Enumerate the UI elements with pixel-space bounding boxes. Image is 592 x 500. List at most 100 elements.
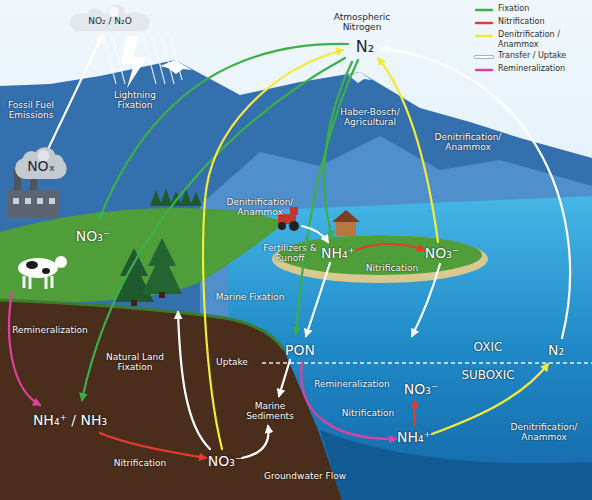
emission-connector: [49, 33, 103, 147]
cycle-arrows: [100, 433, 206, 458]
process-label: Remineralization: [314, 379, 390, 389]
connector-arrowhead: [95, 33, 103, 43]
cycle-arrows: [302, 226, 328, 242]
cycle-arrows: [82, 58, 345, 400]
cycle-arrows: [9, 44, 570, 458]
oxic-boundary: [262, 362, 592, 364]
legend-line: [476, 22, 492, 24]
farm: [290, 207, 298, 215]
island: [278, 235, 482, 275]
process-label: Marine Fixation: [216, 292, 285, 302]
cycle-arrows: [378, 58, 438, 242]
cloud-body: [15, 158, 67, 179]
factory: [8, 190, 60, 218]
cow: [26, 261, 38, 269]
land: [0, 208, 342, 500]
legend-line: [476, 56, 492, 58]
connector-line: [49, 41, 100, 147]
species-label: NO₃⁻: [208, 453, 243, 469]
land: [0, 300, 342, 500]
process-label: Fertilizers & Runoff: [262, 243, 318, 264]
legend-row: Remineralization: [474, 64, 588, 75]
cycle-arrows: [324, 62, 352, 238]
legend-line-sample: [474, 65, 494, 75]
process-label: Natural Land Fixation: [103, 352, 167, 373]
trees: [142, 238, 182, 294]
legend-row: Transfer / Uptake: [474, 51, 588, 62]
factory: [13, 198, 19, 204]
cycle-arrows: [279, 360, 290, 396]
node-text: NOₓ: [27, 158, 55, 174]
process-label: Haber-Bosch/ Agricultural: [338, 107, 402, 128]
cow: [18, 258, 58, 278]
farm: [336, 221, 356, 236]
species-label: N₂: [548, 342, 564, 358]
process-label: Lightning Fixation: [107, 90, 163, 111]
species-label: NO₃⁻: [76, 228, 111, 244]
land: [0, 208, 286, 303]
region-label: Marine Sediments: [242, 401, 298, 422]
factory: [37, 198, 43, 204]
cycle-arrows: [99, 44, 348, 220]
zone-label: SUBOXIC: [461, 369, 514, 383]
legend-text: Transfer / Uptake: [498, 51, 586, 61]
process-label: Denitrification/ Anammox: [504, 422, 584, 443]
node-text: NO₂ / N₂O: [88, 16, 132, 26]
legend-text: Denitrification / Anammox: [498, 30, 586, 49]
cycle-arrows: [242, 426, 268, 458]
cow: [24, 276, 52, 289]
trees: [114, 188, 202, 306]
farm: [278, 222, 286, 230]
legend-line-outline: [476, 55, 492, 59]
farm: [332, 210, 360, 222]
species-label: NH₄⁺: [397, 429, 431, 445]
process-label: Uptake: [216, 357, 248, 367]
legend-line-sample: [474, 52, 494, 62]
species-label: NH₄⁺ / NH₃: [33, 412, 107, 428]
legend-line: [476, 69, 492, 71]
process-label: Remineralization: [12, 325, 88, 335]
species-label: PON: [285, 342, 315, 358]
legend-text: Fixation: [498, 4, 586, 14]
process-label: Nitrification: [366, 263, 418, 273]
cycle-arrows: [356, 244, 424, 250]
cow: [42, 268, 50, 274]
process-label: Denitrification/ Anammox: [220, 197, 300, 218]
legend-line-sample: [474, 5, 494, 15]
cycle-arrows: [296, 60, 358, 334]
trees: [150, 188, 202, 206]
trees: [159, 292, 165, 298]
cycle-arrows: [412, 264, 440, 336]
cow: [18, 256, 67, 289]
species-label: N₂: [356, 38, 374, 56]
factory: [49, 198, 55, 204]
mountains: [160, 60, 192, 74]
cow: [55, 256, 67, 268]
species-label: NH₄⁺: [321, 245, 355, 261]
cloud-highlight: [109, 7, 119, 17]
cycle-arrows: [414, 401, 415, 426]
factory: [25, 198, 31, 204]
legend-row: Fixation: [474, 4, 588, 15]
land: [0, 300, 284, 350]
cycle-arrows: [306, 263, 330, 336]
species-label: NO₃⁻: [404, 381, 439, 397]
process-label: Denitrification/ Anammox: [428, 132, 508, 153]
farm: [289, 221, 299, 231]
cycle-arrows: [9, 292, 40, 405]
legend-line-sample: [474, 31, 494, 41]
cycle-arrows: [382, 48, 570, 338]
legend-text: Nitrification: [498, 17, 586, 27]
rain-and-lightning: [104, 36, 182, 88]
legend-line-sample: [474, 18, 494, 28]
trees: [131, 300, 137, 306]
cycle-arrows: [301, 362, 396, 439]
legend-line: [476, 35, 492, 37]
legend: FixationNitrificationDenitrification / A…: [474, 4, 588, 77]
legend-text: Remineralization: [498, 64, 586, 74]
species-label: NO₃⁻: [425, 245, 460, 261]
cloud-node: NO₂ / N₂O: [70, 6, 150, 31]
